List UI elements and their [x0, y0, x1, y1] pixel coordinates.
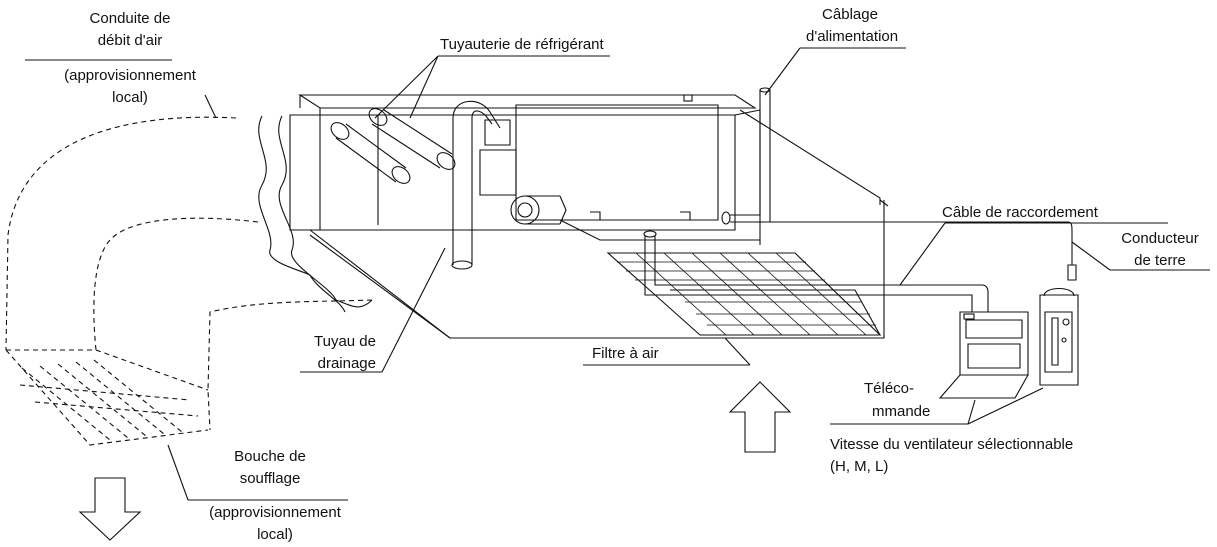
cut-edge-right — [278, 115, 337, 301]
wireless-remote-controller — [1039, 287, 1079, 386]
power-wiring-label-line2: d'alimentation — [806, 28, 899, 45]
remote-label-line2: mmande — [872, 403, 931, 420]
outlet-label-line2: soufflage — [239, 470, 301, 487]
earth-terminal — [1067, 264, 1077, 281]
duct-label-line4: local) — [112, 89, 148, 106]
remote-label-line1: Téléco- — [864, 380, 915, 397]
cut-edge-left — [258, 115, 311, 276]
connection-cable-pipe — [644, 235, 989, 312]
refrigerant-piping-label: Tuyauterie de réfrigérant — [440, 36, 604, 53]
air-outlet-arrow — [78, 477, 142, 541]
air-filter-label: Filtre à air — [592, 345, 659, 362]
leader-lines — [25, 47, 1210, 501]
earth-label-line2: de terre — [1134, 252, 1186, 269]
drain-pipe — [451, 100, 501, 270]
connection-cable-label: Câble de raccordement — [942, 204, 1098, 221]
drain-label-line1: Tuyau de — [314, 333, 376, 350]
outlet-label-line1: Bouche de — [234, 448, 306, 465]
duct-label-line3: (approvisionnement — [64, 67, 196, 84]
outlet-label-line3: (approvisionnement — [209, 504, 341, 521]
air-inlet-arrow — [728, 381, 792, 453]
power-wiring-label-line1: Câblage — [822, 6, 878, 23]
duct-label-line1: Conduite de — [89, 10, 171, 27]
outlet-grille — [19, 359, 199, 441]
refrigerant-pipes — [330, 108, 456, 184]
fan-motor — [510, 195, 567, 225]
fan-speed-label-line2: (H, M, L) — [830, 458, 889, 475]
duct-label-line2: débit d'air — [97, 32, 163, 49]
earth-label-line1: Conducteur — [1121, 230, 1199, 247]
air-filter-grille — [606, 252, 882, 336]
fan-speed-label-line1: Vitesse du ventilateur sélectionnable — [830, 436, 1074, 453]
outlet-label-line4: local) — [257, 526, 293, 543]
wired-remote-controller — [938, 311, 1029, 399]
indoor-unit-body — [289, 94, 889, 339]
earth-wire — [732, 221, 1073, 265]
air-duct — [5, 116, 373, 446]
drain-label-line2: drainage — [317, 355, 376, 372]
cut-edge-bottom — [309, 274, 373, 313]
